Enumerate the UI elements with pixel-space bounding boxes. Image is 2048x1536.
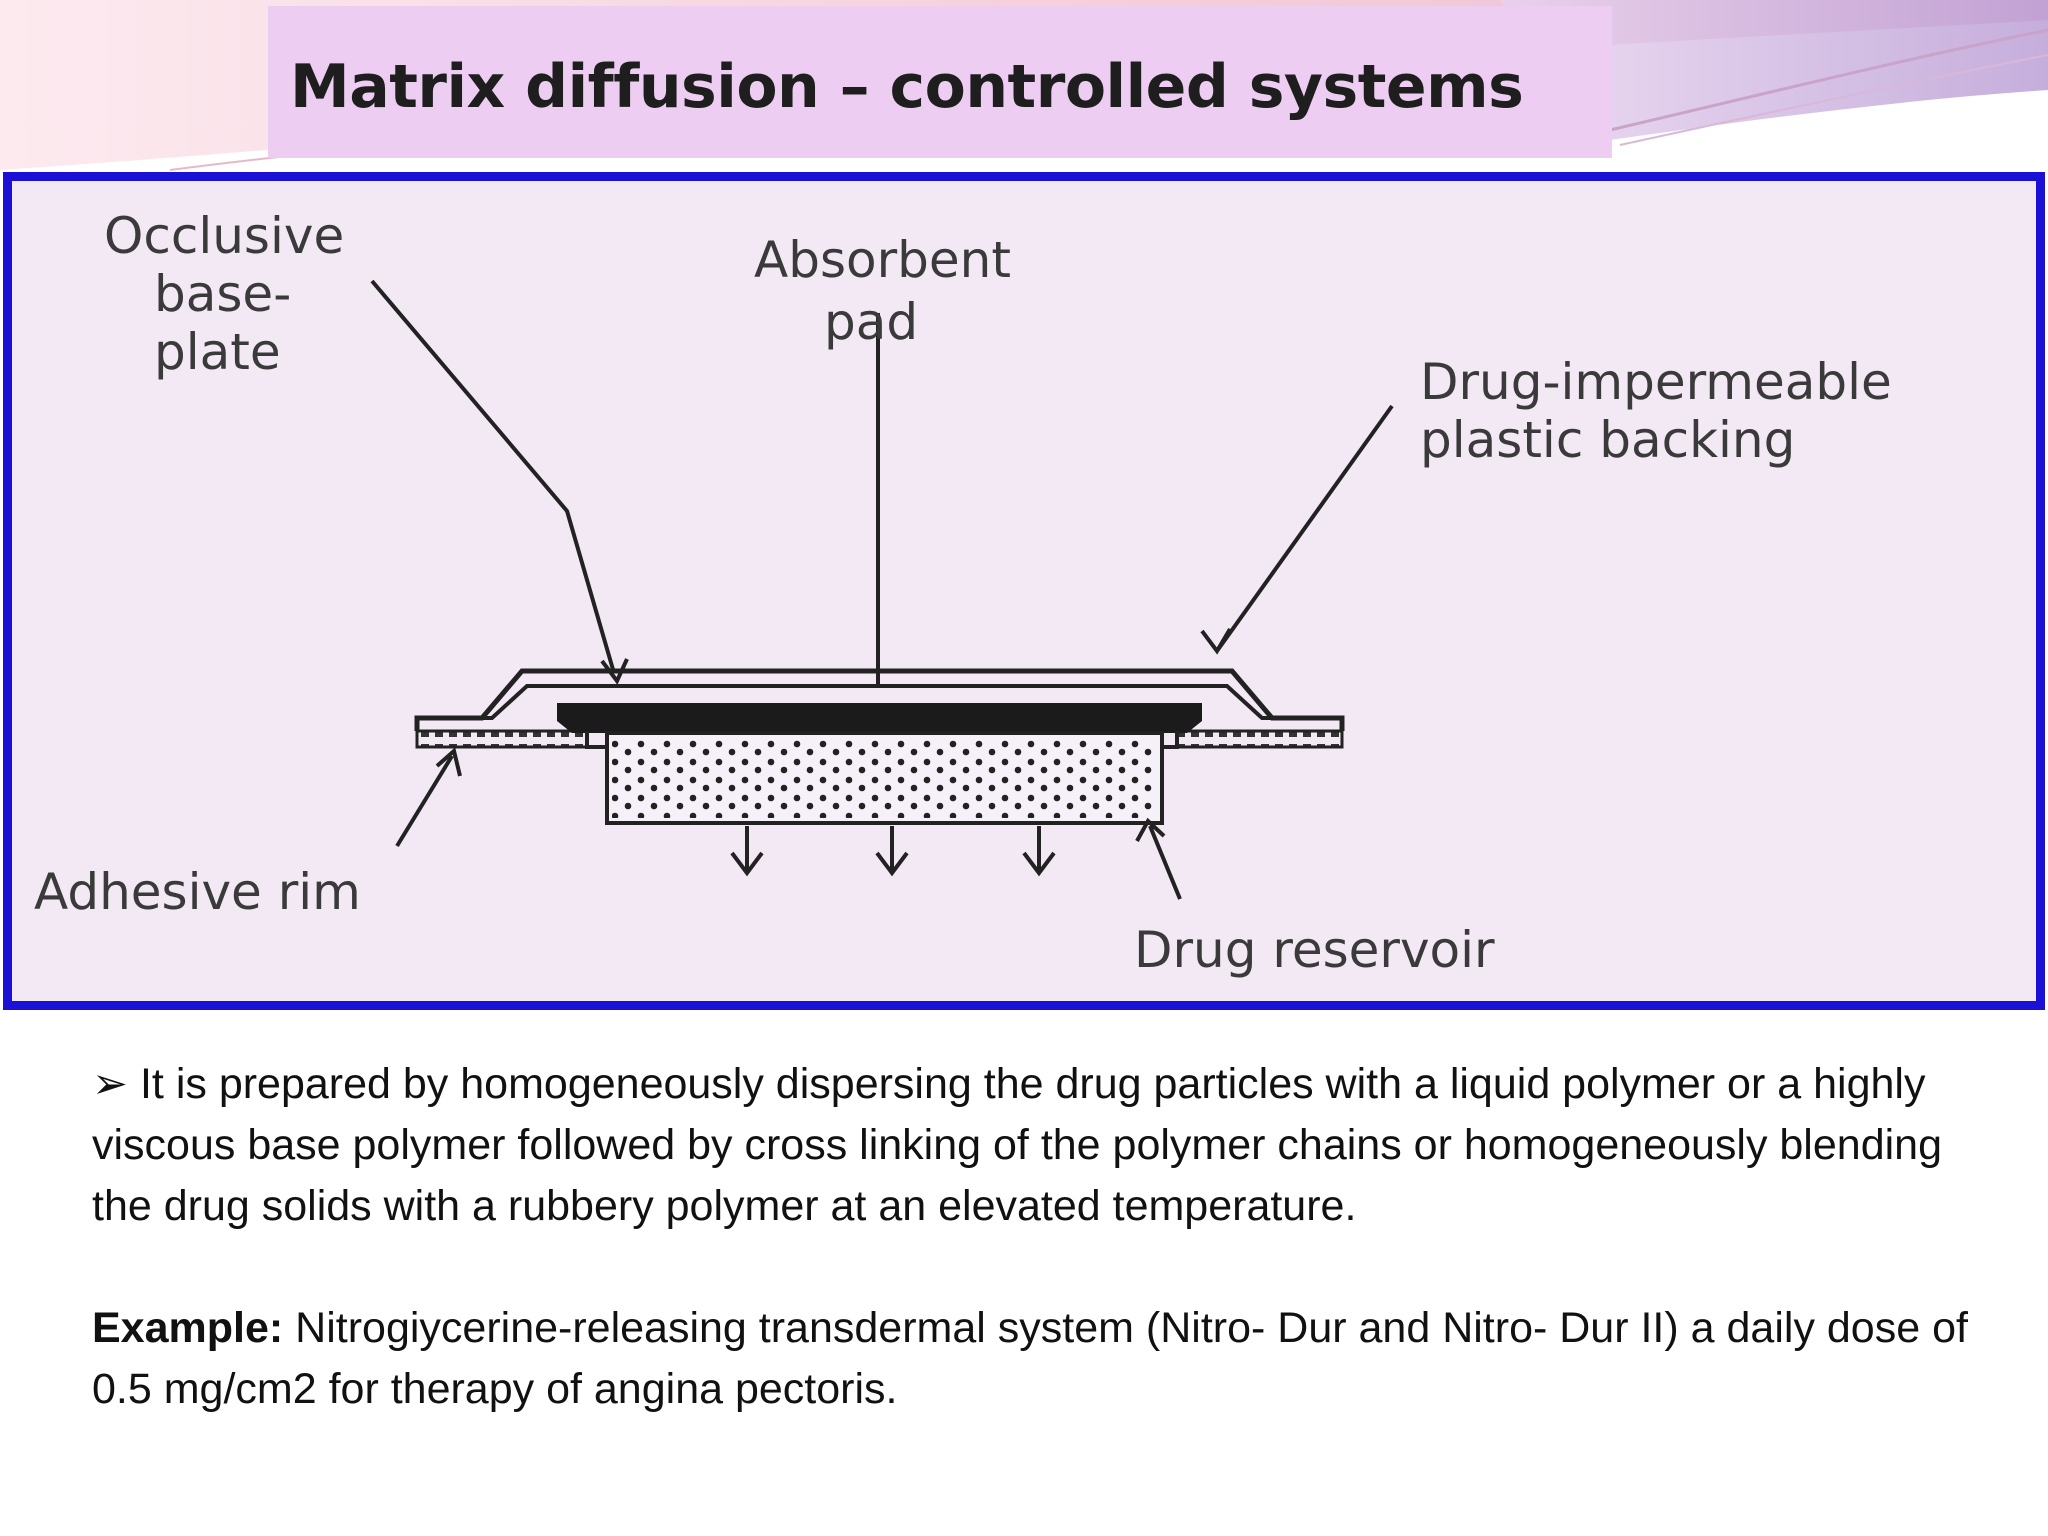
release-arrows — [730, 826, 1056, 877]
label-drug-reservoir: Drug reservoir — [1134, 921, 1495, 979]
label-occlusive-1: Occlusive — [104, 207, 344, 265]
adhesive-rim-left — [415, 729, 589, 749]
example-paragraph: Example: Nitrogiycerine-releasing transd… — [92, 1298, 2012, 1420]
body-text: ➢ It is prepared by homogeneously disper… — [92, 1054, 2012, 1420]
leader-occlusive — [370, 279, 629, 685]
bullet-arrow-icon: ➢ — [92, 1059, 129, 1109]
drug-particles — [612, 738, 1157, 818]
absorbent-pad — [557, 703, 1202, 733]
label-absorbent-1: Absorbent — [754, 231, 1011, 289]
bullet-paragraph: ➢ It is prepared by homogeneously disper… — [92, 1054, 2012, 1237]
label-backing-2: plastic backing — [1420, 411, 1795, 469]
label-occlusive-2: base- — [154, 265, 291, 323]
transdermal-patch-diagram: Occlusive base- plate Absorbent pad Drug… — [34, 207, 1892, 979]
label-backing-1: Drug-impermeable — [1420, 353, 1892, 411]
adhesive-rim-right — [1175, 729, 1344, 749]
rim-left-inner — [585, 731, 607, 749]
paragraph-text: It is prepared by homogeneously dispersi… — [92, 1060, 1942, 1230]
example-text: Nitrogiycerine-releasing transdermal sys… — [92, 1304, 1968, 1413]
rim-right-inner — [1162, 731, 1179, 749]
title-box: Matrix diffusion – controlled systems — [268, 6, 1612, 158]
leader-adhesive — [395, 747, 462, 848]
leader-backing — [1200, 404, 1394, 655]
slide-title: Matrix diffusion – controlled systems — [290, 52, 1524, 122]
figure-frame: Occlusive base- plate Absorbent pad Drug… — [3, 172, 2045, 1010]
leader-absorbent — [868, 313, 888, 688]
example-label: Example: — [92, 1304, 284, 1352]
label-occlusive-3: plate — [154, 323, 281, 381]
label-absorbent-2: pad — [824, 293, 918, 351]
label-adhesive-rim: Adhesive rim — [34, 863, 361, 921]
leader-reservoir — [1135, 817, 1182, 900]
